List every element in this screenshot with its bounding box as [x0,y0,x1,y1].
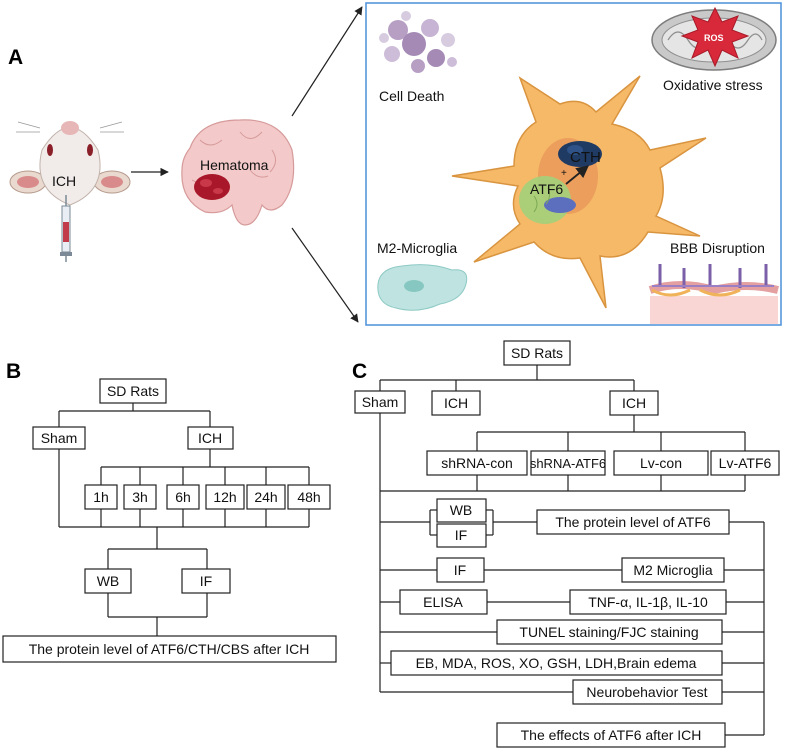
c-group-shrna-atf6: shRNA-ATF6 [530,450,606,476]
panel-c: C [352,340,780,748]
b-time-6h: 6h [166,484,200,510]
c-elisa-node: ELISA [399,589,488,615]
plus-sign: + [561,168,567,179]
panel-c-letter: C [352,360,367,383]
panel-b-letter: B [6,360,21,383]
svg-text:6h: 6h [175,489,191,505]
c-if-node-2: IF [436,557,485,583]
svg-text:24h: 24h [254,489,277,505]
svg-text:Lv-ATF6: Lv-ATF6 [719,455,772,471]
ros-label: ROS [704,33,724,43]
svg-text:12h: 12h [213,489,236,505]
m2-microglia-label: M2-Microglia [377,240,457,256]
svg-text:TUNEL staining/FJC staining: TUNEL staining/FJC staining [519,624,698,640]
panel-a: A ICH [8,2,782,326]
svg-text:3h: 3h [132,489,148,505]
c-neuro-node: Neurobehavior Test [572,679,723,705]
b-result-node: The protein level of ATF6/CTH/CBS after … [2,635,337,663]
b-if-node: IF [181,568,231,594]
cell-death-label: Cell Death [379,88,444,104]
c-group-shrna-con: shRNA-con [426,450,528,476]
svg-text:Lv-con: Lv-con [640,455,682,471]
svg-text:EB, MDA, ROS, XO, GSH, LDH,Bra: EB, MDA, ROS, XO, GSH, LDH,Brain edema [416,655,697,671]
b-time-1h: 1h [84,484,118,510]
syringe-icon [60,195,72,262]
c-tunel-node: TUNEL staining/FJC staining [496,619,723,645]
svg-text:IF: IF [455,527,467,543]
arrow-to-box-bottom [291,227,359,323]
atf6-label: ATF6 [530,181,563,197]
atf6-to-cth-arrow [565,165,589,185]
svg-text:IF: IF [200,573,212,589]
panel-c-connectors [379,365,765,736]
c-group-lv-atf6: Lv-ATF6 [710,450,780,476]
c-effects-node: The effects of ATF6 after ICH [496,722,726,748]
c-cytokines-node: TNF-α, IL-1β, IL-10 [569,589,727,615]
c-m2-node: M2 Microglia [621,557,725,583]
svg-text:The effects of ATF6 after ICH: The effects of ATF6 after ICH [521,727,702,743]
b-time-24h: 24h [246,484,286,510]
hematoma-label: Hematoma [200,157,269,173]
svg-text:shRNA-ATF6: shRNA-ATF6 [530,456,606,471]
svg-text:ICH: ICH [622,395,646,411]
ros-burst-icon [680,6,750,68]
svg-text:Sham: Sham [41,430,78,446]
panel-b-connectors [58,403,310,636]
svg-text:SD Rats: SD Rats [511,345,563,361]
svg-text:M2 Microglia: M2 Microglia [633,562,713,578]
cell-death-icon [379,11,457,73]
bbb-disruption-label: BBB Disruption [670,240,765,256]
microglia-cell-icon [451,75,707,309]
svg-text:WB: WB [97,573,120,589]
bbb-icon [648,264,779,324]
svg-text:ICH: ICH [198,430,222,446]
c-if-node-1: IF [436,523,487,548]
svg-text:ELISA: ELISA [423,594,463,610]
panel-a-letter: A [8,46,23,69]
c-ich-node-2: ICH [609,390,659,416]
b-wb-node: WB [84,568,132,594]
svg-text:WB: WB [450,502,473,518]
svg-text:1h: 1h [93,489,109,505]
svg-text:SD Rats: SD Rats [107,383,159,399]
svg-text:48h: 48h [297,489,320,505]
svg-text:The protein level of ATF6/CTH/: The protein level of ATF6/CTH/CBS after … [29,641,310,657]
brain-icon [181,119,295,226]
m2-microglia-icon [377,264,468,311]
svg-text:Sham: Sham [362,394,399,410]
c-protein-node: The protein level of ATF6 [536,509,730,535]
cth-label: CTH [570,149,601,166]
c-markers-node: EB, MDA, ROS, XO, GSH, LDH,Brain edema [390,650,723,676]
panel-b: B [2,360,337,663]
svg-text:ICH: ICH [444,395,468,411]
c-sham-node: Sham [354,390,406,414]
b-time-3h: 3h [123,484,157,510]
c-root-node: SD Rats [503,340,571,366]
rat-ich-label: ICH [52,173,76,189]
svg-text:Neurobehavior Test: Neurobehavior Test [586,684,707,700]
b-root-node: SD Rats [99,378,167,404]
c-ich-node-1: ICH [431,390,481,416]
rat-head-icon [9,121,131,206]
arrow-to-box-top [291,6,363,117]
svg-text:TNF-α, IL-1β, IL-10: TNF-α, IL-1β, IL-10 [588,594,708,610]
b-sham-node: Sham [32,426,86,450]
b-time-12h: 12h [205,484,245,510]
b-ich-node: ICH [187,426,234,450]
oxidative-stress-label: Oxidative stress [663,77,763,93]
svg-text:The protein level of ATF6: The protein level of ATF6 [555,514,711,530]
mechanism-frame [365,2,782,326]
svg-text:shRNA-con: shRNA-con [441,455,513,471]
c-group-lv-con: Lv-con [613,450,709,476]
c-wb-node: WB [436,498,487,523]
b-time-48h: 48h [287,484,331,510]
svg-text:IF: IF [454,562,466,578]
